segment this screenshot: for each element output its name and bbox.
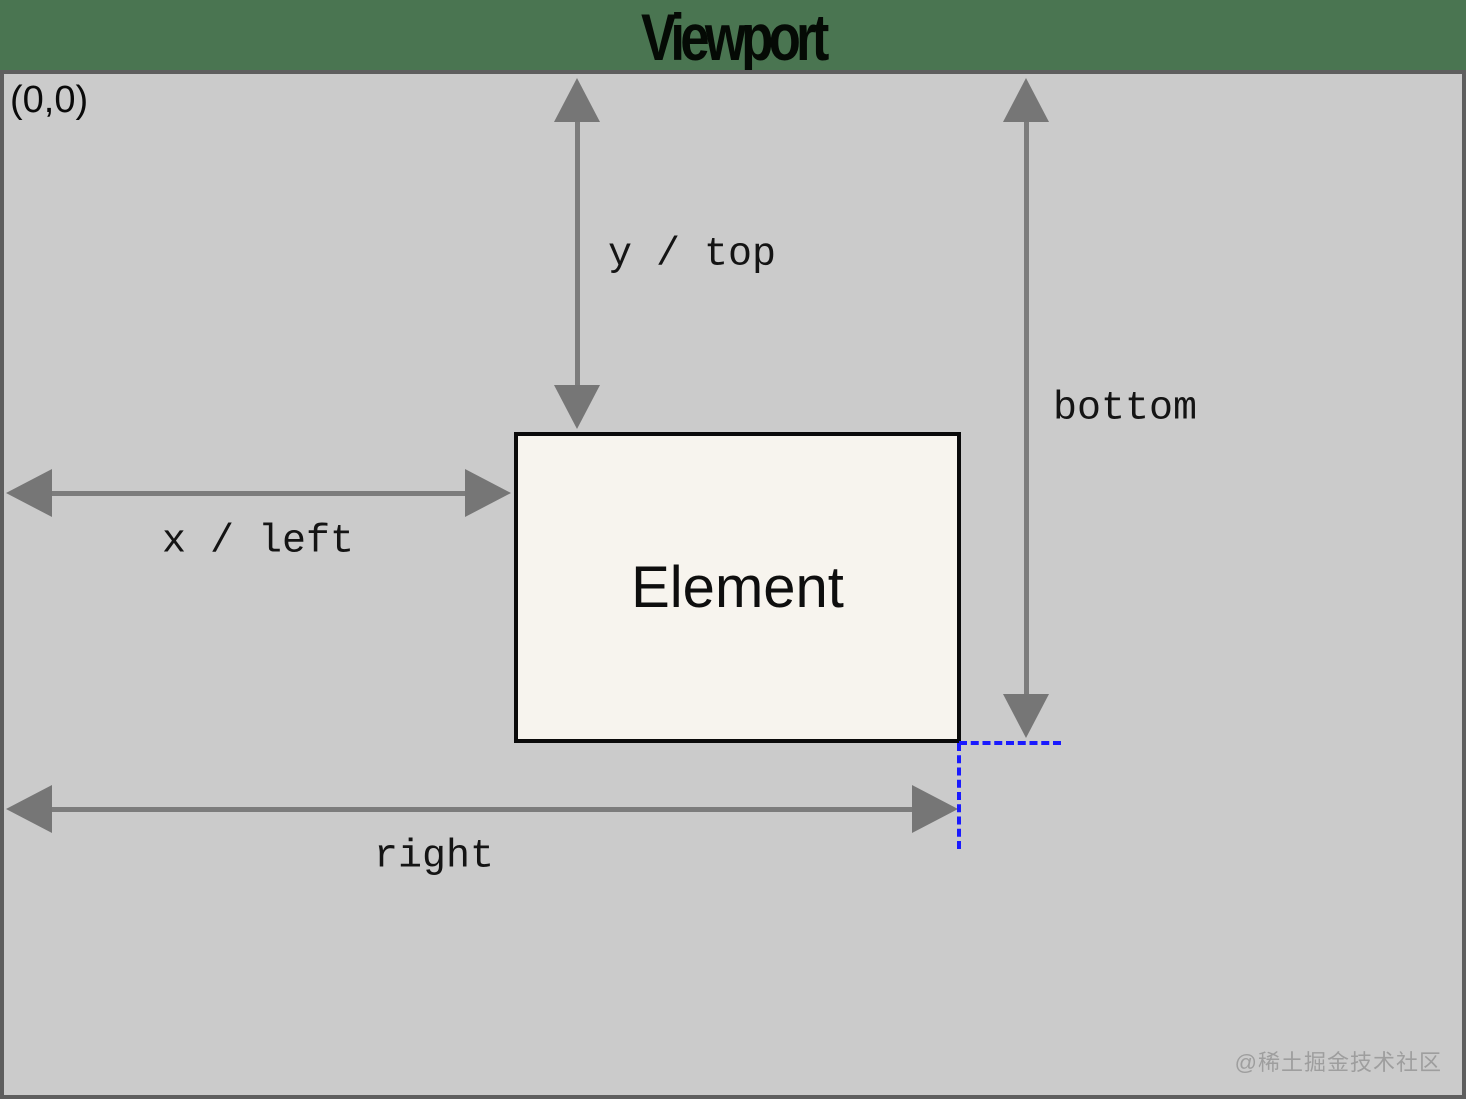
arrowhead-right-icon [912, 785, 958, 833]
viewport-area: (0,0) y / top x / left bottom right [0, 70, 1466, 1099]
x-left-label: x / left [161, 519, 355, 565]
origin-coordinate-label: (0,0) [10, 79, 89, 121]
element-box: Element [514, 432, 961, 743]
arrow-line [52, 490, 465, 496]
x-left-double-arrow [6, 469, 511, 517]
bottom-label: bottom [1052, 386, 1198, 432]
blue-dashed-guide-vertical [957, 743, 961, 849]
y-top-double-arrow [554, 78, 600, 429]
blue-dashed-guide-horizontal [959, 741, 1061, 745]
diagram-title: Viewport [641, 0, 829, 74]
arrowhead-right-icon [465, 469, 511, 517]
y-top-label: y / top [607, 232, 777, 278]
right-double-arrow [6, 785, 958, 833]
element-label: Element [631, 555, 844, 620]
title-bar: Viewport [0, 0, 1466, 70]
arrow-line [1023, 122, 1029, 694]
arrow-line [574, 122, 580, 385]
arrowhead-up-icon [1003, 78, 1049, 122]
arrowhead-left-icon [6, 469, 52, 517]
watermark: @稀土掘金技术社区 [1234, 1050, 1442, 1075]
bottom-double-arrow [1003, 78, 1049, 738]
arrowhead-left-icon [6, 785, 52, 833]
arrowhead-down-icon [1003, 694, 1049, 738]
right-label: right [373, 834, 495, 880]
arrowhead-down-icon [554, 385, 600, 429]
arrow-line [52, 806, 912, 812]
arrowhead-up-icon [554, 78, 600, 122]
